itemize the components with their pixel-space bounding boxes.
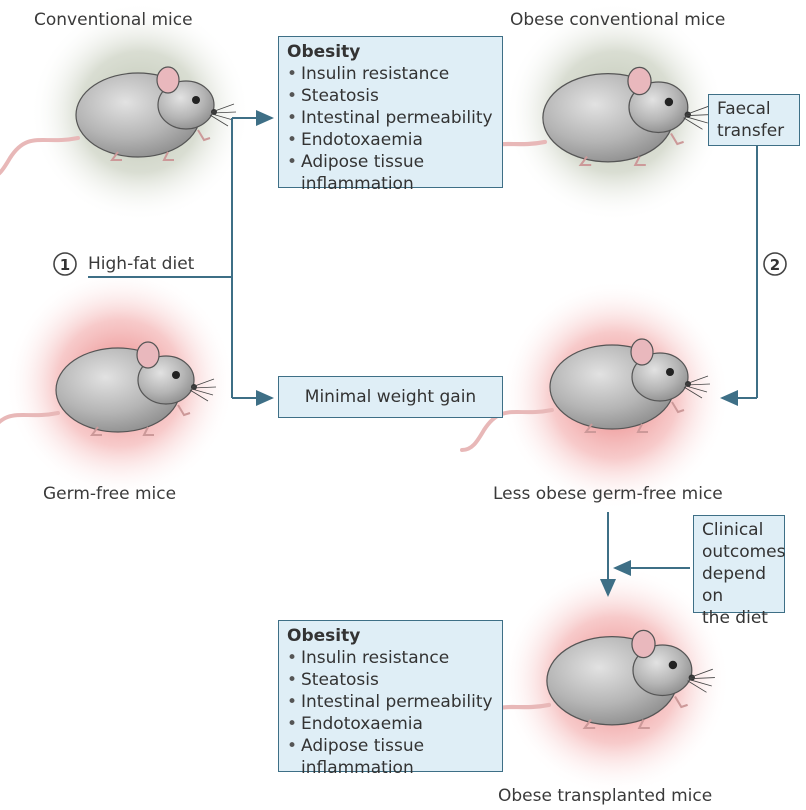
faecal-transfer-box: Faecal transfer (708, 94, 800, 146)
clinical-line2: outcomes (702, 541, 776, 563)
obesity-box-bottom: Obesity Insulin resistance Steatosis Int… (278, 620, 503, 772)
step2-number: 2 (770, 256, 780, 274)
step1-label: High-fat diet (88, 254, 194, 274)
label-obese-conventional: Obese conventional mice (510, 10, 725, 30)
label-obese-transplanted: Obese transplanted mice (498, 786, 712, 806)
obesity-item: Adipose tissue (287, 151, 494, 173)
minimal-weight-gain-text: Minimal weight gain (305, 387, 476, 407)
obesity-box-top: Obesity Insulin resistance Steatosis Int… (278, 36, 503, 188)
step1-number: 1 (60, 256, 70, 274)
obesity-item-continuation: inflammation (287, 757, 494, 779)
clinical-line3: depend on (702, 563, 776, 607)
obesity-item: Insulin resistance (287, 647, 494, 669)
obesity-item: Endotoxaemia (287, 129, 494, 151)
label-less-obese: Less obese germ-free mice (493, 484, 723, 504)
label-conventional: Conventional mice (34, 10, 193, 30)
obesity-item: Adipose tissue (287, 735, 494, 757)
label-germ-free: Germ-free mice (43, 484, 176, 504)
obesity-item-continuation: inflammation (287, 173, 494, 195)
obesity-item: Intestinal permeability (287, 107, 494, 129)
obesity-item: Insulin resistance (287, 63, 494, 85)
faecal-line1: Faecal (717, 98, 791, 120)
obesity-title: Obesity (287, 625, 494, 647)
obesity-item: Steatosis (287, 669, 494, 691)
minimal-weight-gain-box: Minimal weight gain (278, 376, 503, 418)
clinical-outcomes-box: Clinical outcomes depend on the diet (693, 515, 785, 613)
faecal-line2: transfer (717, 120, 791, 142)
clinical-line1: Clinical (702, 519, 776, 541)
obesity-title: Obesity (287, 41, 494, 63)
clinical-line4: the diet (702, 607, 776, 629)
obesity-item: Steatosis (287, 85, 494, 107)
obesity-item: Endotoxaemia (287, 713, 494, 735)
obesity-item: Intestinal permeability (287, 691, 494, 713)
